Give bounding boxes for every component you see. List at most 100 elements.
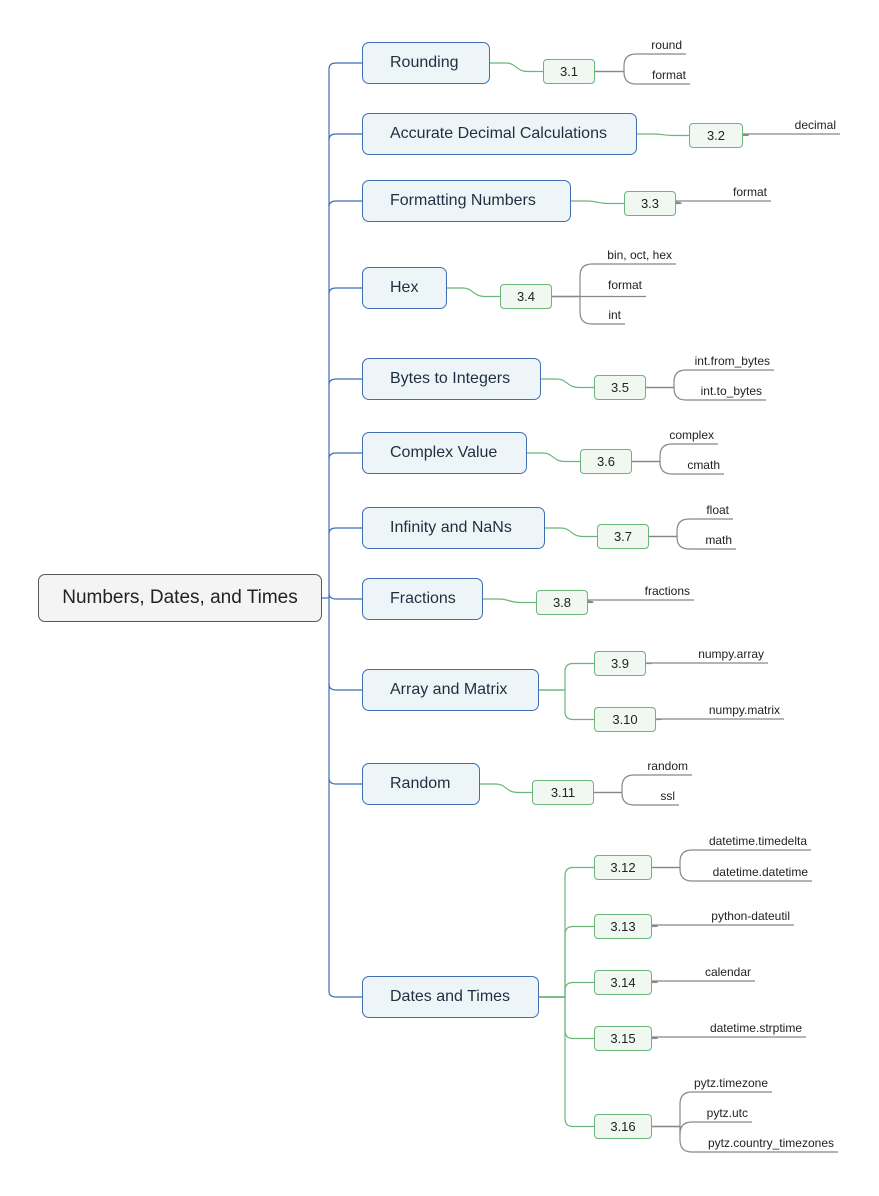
leaf-ssl[interactable]: ssl <box>660 789 675 803</box>
leaf-pytz-timezone[interactable]: pytz.timezone <box>693 1076 768 1090</box>
leaf-format[interactable]: format <box>607 278 642 292</box>
leaf-format[interactable]: format <box>732 185 767 199</box>
leaf-branch <box>652 1091 772 1128</box>
subtopic-3-9[interactable]: 3.9 <box>594 651 646 676</box>
leaf-branch <box>552 295 625 325</box>
topic-branch <box>328 378 362 386</box>
sub-branch <box>539 996 594 1128</box>
leaf-branch <box>652 1125 838 1153</box>
leaf-branch <box>640 662 768 665</box>
leaf-datetime-timedelta[interactable]: datetime.timedelta <box>708 834 807 848</box>
subtopic-3-12[interactable]: 3.12 <box>594 855 652 880</box>
leaf-pytz-country-timezones[interactable]: pytz.country_timezones <box>707 1136 834 1150</box>
leaf-branch <box>582 599 694 604</box>
topic-branch <box>328 592 362 600</box>
topic-fractions[interactable]: Fractions <box>362 578 483 620</box>
sub-branch <box>539 689 594 721</box>
leaf-branch <box>652 849 811 869</box>
leaf-int-to-bytes[interactable]: int.to_bytes <box>700 384 762 398</box>
topic-branch <box>328 62 362 70</box>
topic-branch <box>328 527 362 535</box>
sub-branch <box>545 527 597 538</box>
sub-branch <box>539 662 594 691</box>
leaf-branch <box>594 791 679 806</box>
subtopic-3-5[interactable]: 3.5 <box>594 375 646 400</box>
leaf-branch <box>670 200 771 205</box>
leaf-bin-oct-hex[interactable]: bin, oct, hex <box>607 248 672 262</box>
leaf-round[interactable]: round <box>651 38 682 52</box>
topic-formatting-numbers[interactable]: Formatting Numbers <box>362 180 571 222</box>
topic-dates-and-times[interactable]: Dates and Times <box>362 976 539 1018</box>
sub-branch <box>637 133 689 137</box>
sub-branch <box>541 378 594 389</box>
subtopic-3-14[interactable]: 3.14 <box>594 970 652 995</box>
topic-branch <box>328 990 362 998</box>
topic-random[interactable]: Random <box>362 763 480 805</box>
leaf-calendar[interactable]: calendar <box>704 965 751 979</box>
subtopic-3-11[interactable]: 3.11 <box>532 780 594 805</box>
leaf-math[interactable]: math <box>705 533 732 547</box>
topic-branch <box>328 287 362 295</box>
leaf-branch <box>632 443 718 463</box>
leaf-numpy-array[interactable]: numpy.array <box>698 647 764 661</box>
topic-branch <box>328 777 362 785</box>
subtopic-3-10[interactable]: 3.10 <box>594 707 656 732</box>
subtopic-3-4[interactable]: 3.4 <box>500 284 552 309</box>
topic-complex-value[interactable]: Complex Value <box>362 432 527 474</box>
subtopic-3-13[interactable]: 3.13 <box>594 914 652 939</box>
subtopic-3-8[interactable]: 3.8 <box>536 590 588 615</box>
leaf-random[interactable]: random <box>647 759 688 773</box>
topic-branch <box>328 683 362 691</box>
leaf-branch <box>650 718 784 721</box>
leaf-datetime-strptime[interactable]: datetime.strptime <box>709 1021 802 1035</box>
leaf-branch <box>652 1121 752 1135</box>
subtopic-3-15[interactable]: 3.15 <box>594 1026 652 1051</box>
topic-infinity-and-nans[interactable]: Infinity and NaNs <box>362 507 545 549</box>
root-node[interactable]: Numbers, Dates, and Times <box>38 574 322 622</box>
leaf-branch <box>652 866 812 882</box>
subtopic-3-7[interactable]: 3.7 <box>597 524 649 549</box>
leaf-branch <box>737 133 840 137</box>
leaf-python-dateutil[interactable]: python-dateutil <box>711 909 790 923</box>
subtopic-3-2[interactable]: 3.2 <box>689 123 743 148</box>
sub-branch <box>480 783 532 794</box>
subtopic-3-1[interactable]: 3.1 <box>543 59 595 84</box>
leaf-pytz-utc[interactable]: pytz.utc <box>706 1106 748 1120</box>
leaf-branch <box>649 518 733 538</box>
leaf-int-from-bytes[interactable]: int.from_bytes <box>694 354 770 368</box>
leaf-branch <box>649 535 736 550</box>
topic-bytes-to-integers[interactable]: Bytes to Integers <box>362 358 541 400</box>
leaf-float[interactable]: float <box>706 503 729 517</box>
leaf-complex[interactable]: complex <box>669 428 714 442</box>
leaf-branch <box>646 924 794 928</box>
topic-branch <box>328 200 362 208</box>
topic-rounding[interactable]: Rounding <box>362 42 490 84</box>
leaf-branch <box>552 263 676 298</box>
leaf-branch <box>632 460 724 475</box>
leaf-format[interactable]: format <box>651 68 686 82</box>
subtopic-3-16[interactable]: 3.16 <box>594 1114 652 1139</box>
subtopic-3-6[interactable]: 3.6 <box>580 449 632 474</box>
sub-branch <box>539 996 594 1040</box>
sub-branch <box>539 981 594 998</box>
topic-hex[interactable]: Hex <box>362 267 447 309</box>
sub-branch <box>447 287 500 298</box>
leaf-int[interactable]: int <box>608 308 621 322</box>
topic-accurate-decimal-calculations[interactable]: Accurate Decimal Calculations <box>362 113 637 155</box>
sub-branch <box>571 200 624 205</box>
leaf-fractions[interactable]: fractions <box>644 584 690 598</box>
subtopic-3-3[interactable]: 3.3 <box>624 191 676 216</box>
sub-branch <box>539 925 594 998</box>
leaf-datetime-datetime[interactable]: datetime.datetime <box>712 865 808 879</box>
topic-branch <box>328 133 362 141</box>
leaf-numpy-matrix[interactable]: numpy.matrix <box>708 703 780 717</box>
leaf-branch <box>595 70 690 85</box>
leaf-cmath[interactable]: cmath <box>687 458 720 472</box>
topic-array-and-matrix[interactable]: Array and Matrix <box>362 669 539 711</box>
leaf-branch <box>595 53 686 73</box>
sub-branch <box>483 598 536 604</box>
leaf-branch <box>594 774 692 794</box>
leaf-decimal[interactable]: decimal <box>794 118 836 132</box>
leaf-branch <box>646 1036 806 1040</box>
leaf-branch <box>646 386 766 401</box>
